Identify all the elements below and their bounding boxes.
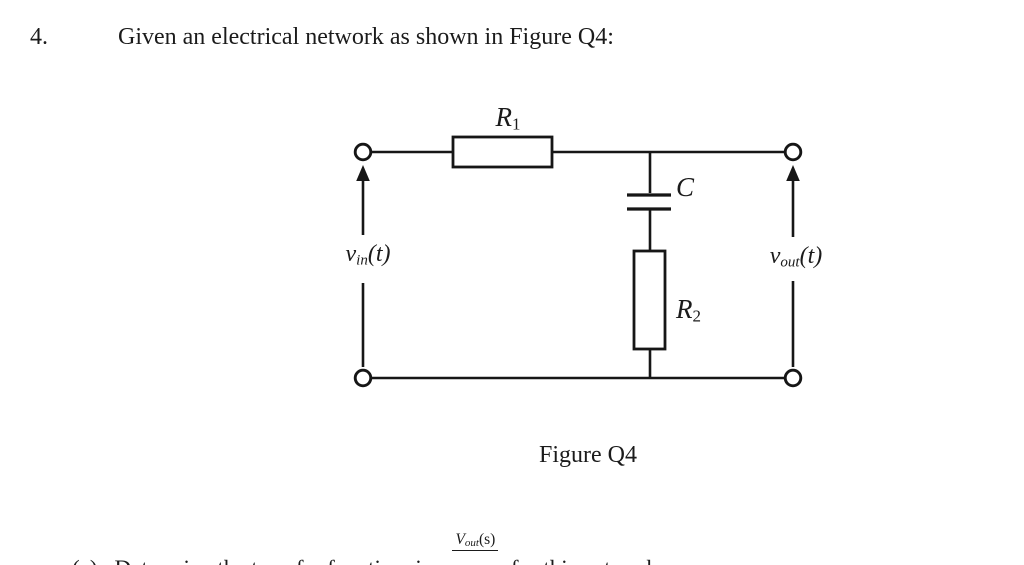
label-vin: vin(t) (345, 241, 391, 269)
label-c: C (676, 172, 695, 202)
label-r1: R1 (495, 102, 521, 134)
resistor-r1-body (451, 135, 554, 169)
label-vout: vout(t) (769, 243, 823, 271)
vin-arrowhead (356, 165, 370, 181)
part-a-text-after: , for this network. (499, 556, 663, 565)
resistor-r2-body (632, 249, 667, 351)
label-r2: R2 (676, 294, 701, 326)
vout-arrowhead (786, 165, 800, 181)
terminal-top-right (783, 142, 803, 162)
terminal-bottom-right (783, 368, 803, 388)
part-a-marker: (a) (72, 556, 98, 565)
terminal-top-left (353, 142, 373, 162)
part-a-text-before: Determine the transfer function, i.e. (115, 556, 444, 565)
question-text: Given an electrical network as shown in … (118, 24, 614, 50)
question-number: 4. (30, 24, 48, 50)
terminal-bottom-left (353, 368, 373, 388)
fraction-numerator: Vout(s) (452, 531, 499, 551)
transfer-function-fraction: Vout(s) Vin(s) (452, 494, 499, 565)
figure-caption: Figure Q4 (539, 442, 637, 468)
part-a-line: (a) Determine the transfer function, i.e… (72, 494, 664, 565)
